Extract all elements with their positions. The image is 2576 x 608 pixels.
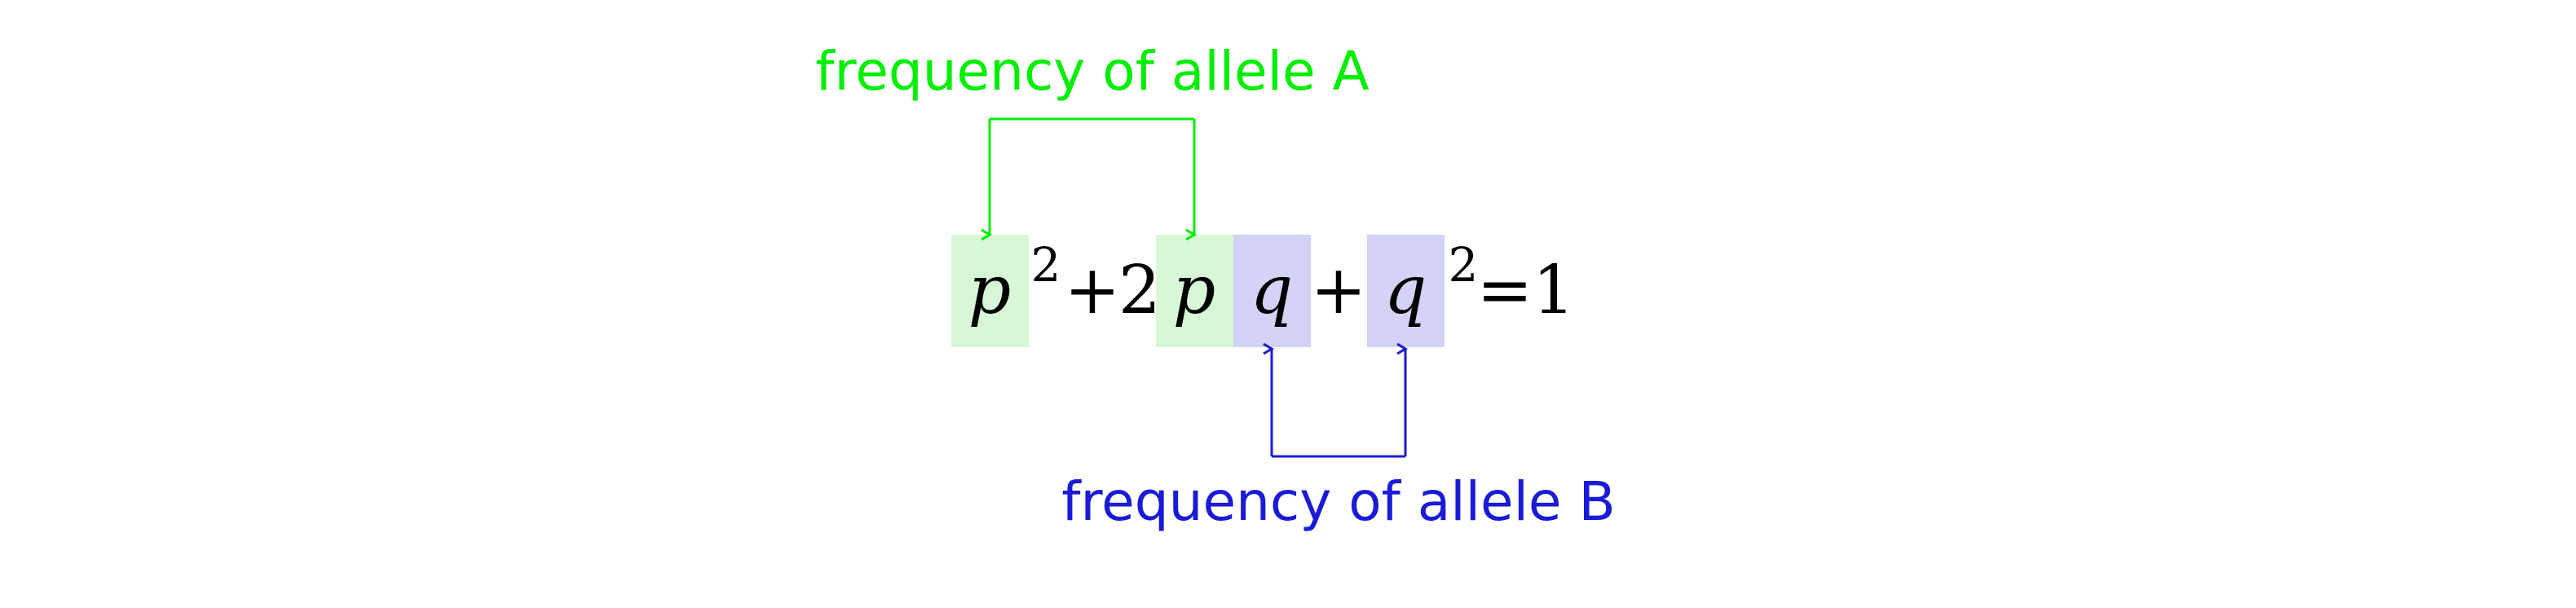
allele-b-label: frequency of allele B <box>1061 470 1616 533</box>
highlight-box-q2 <box>1367 235 1445 347</box>
equation-term1-var: p <box>968 252 1012 329</box>
highlight-box-p1 <box>951 235 1029 347</box>
equation-plus-2: + <box>1311 252 1367 329</box>
equation-term2-var-q: q <box>1251 252 1294 329</box>
highlight-box-p2 <box>1156 235 1233 347</box>
equation-term3-var: q <box>1384 252 1427 329</box>
equation-term3-exponent: 2 <box>1449 237 1479 293</box>
equation-equals: = <box>1477 252 1533 329</box>
highlight-box-q1 <box>1233 235 1311 347</box>
equation-term2-var-p: p <box>1173 252 1216 329</box>
equation-coefficient: 2 <box>1118 252 1161 329</box>
allele-a-label: frequency of allele A <box>815 40 1369 103</box>
equation-term1-exponent: 2 <box>1031 237 1061 293</box>
equation-plus-1: + <box>1065 252 1121 329</box>
equation-rhs: 1 <box>1533 252 1575 329</box>
